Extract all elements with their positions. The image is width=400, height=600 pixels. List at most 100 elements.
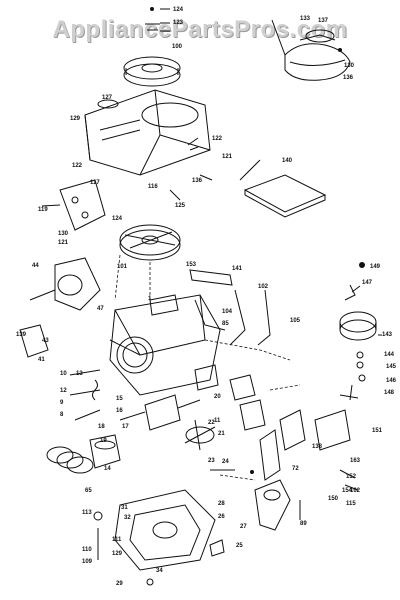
part-label-p115: 115 [346,501,356,507]
governor-assembly [210,384,359,481]
part-label-p111: 111 [112,537,122,543]
part-label-p27: 27 [240,524,247,530]
part-label-p29: 29 [116,581,123,587]
part-label-p15: 15 [116,396,123,402]
part-label-p154: 154 [342,488,353,494]
fuel-cap-assembly [271,19,351,81]
part-label-p163: 163 [350,458,361,464]
control-bracket [41,179,106,231]
part-label-p122a: 122 [212,136,223,142]
part-label-p14: 14 [104,466,111,472]
flywheel [119,224,181,261]
part-label-p124b: 124 [112,216,123,222]
blade-adapter [250,469,359,531]
part-label-p138: 138 [312,444,323,450]
part-label-p25: 25 [236,543,243,549]
part-label-p20: 20 [214,394,221,400]
part-label-p136b: 136 [192,178,203,184]
crankshaft [119,394,201,431]
part-label-p117: 117 [90,180,100,186]
part-label-p119: 119 [38,207,48,213]
watermark: AppliancePartsPros.com [52,16,348,43]
part-label-p123: 123 [173,20,184,26]
part-label-p21: 21 [218,431,225,437]
part-label-p23: 23 [208,458,215,464]
part-label-p146: 146 [386,378,397,384]
part-label-p101: 101 [117,264,128,270]
governor-linkage [189,269,271,346]
part-label-p137: 137 [318,18,329,24]
air-filter [243,174,327,218]
part-label-p151: 151 [372,428,383,434]
breather-parts [194,364,266,431]
leader-lines [114,8,382,481]
part-label-p109: 109 [82,559,93,565]
part-label-p130b: 130 [58,231,69,237]
part-label-p13: 13 [76,371,83,377]
part-label-p41: 41 [38,357,45,363]
part-labels: 1241231001301371331361271291221211361251… [16,7,397,587]
valve-train [69,369,101,421]
part-label-p85: 85 [222,321,229,327]
part-label-p129: 129 [70,116,81,122]
part-label-p19: 19 [100,438,107,444]
carburetor [19,257,101,358]
part-label-p147: 147 [362,280,373,286]
part-label-p129b: 129 [112,551,123,557]
part-label-p72: 72 [292,466,299,472]
part-label-p1: 1 [148,296,152,302]
part-label-p100: 100 [172,44,183,50]
part-label-p144: 144 [384,352,395,358]
part-label-p11: 11 [214,418,221,424]
part-label-p148: 148 [384,390,395,396]
part-label-p9: 9 [60,400,64,406]
part-label-p141: 141 [232,266,243,272]
piston-rings [46,434,121,474]
part-label-p145: 145 [386,364,397,370]
part-label-p44: 44 [32,263,39,269]
part-label-p152: 152 [346,474,357,480]
part-label-p26: 26 [218,514,225,520]
part-label-p18: 18 [98,424,105,430]
part-label-p24: 24 [222,459,229,465]
part-label-p162: 162 [350,488,361,494]
part-label-p116: 116 [148,184,158,190]
part-label-p127: 127 [102,95,113,101]
part-label-p133: 133 [300,16,311,22]
part-label-p122b: 122 [72,163,83,169]
part-label-p22: 22 [208,420,215,426]
blower-housing [84,89,211,176]
part-label-p113: 113 [82,510,92,516]
part-label-p139: 139 [16,332,27,338]
part-label-p10: 10 [60,371,67,377]
part-label-p104: 104 [222,309,233,315]
part-label-p43: 43 [42,338,49,344]
part-label-p34: 34 [156,568,163,574]
part-label-p31: 31 [121,505,128,511]
part-label-p121a: 121 [222,154,233,160]
part-label-p149: 149 [370,264,381,270]
part-label-p65: 65 [85,488,92,494]
part-label-p16: 16 [116,408,123,414]
part-label-p121b: 121 [58,240,69,246]
oil-sump [93,489,225,586]
part-label-p140: 140 [282,158,293,164]
engine-block [109,294,291,396]
part-label-p47: 47 [97,306,104,312]
part-label-p8: 8 [60,412,64,418]
starter-pulley [123,7,181,87]
part-label-p105: 105 [290,318,301,324]
part-label-p143: 143 [382,332,393,338]
part-label-p28: 28 [218,501,225,507]
part-label-p12: 12 [60,388,67,394]
fuel-pump [339,262,377,382]
part-label-p89: 89 [300,521,307,527]
part-label-p17: 17 [122,424,129,430]
part-label-p130a: 130 [344,63,355,69]
part-label-p125: 125 [175,203,186,209]
part-label-p102: 102 [258,284,269,290]
part-label-p32: 32 [124,515,131,521]
part-label-p153: 153 [186,262,197,268]
part-label-p110: 110 [82,547,92,553]
